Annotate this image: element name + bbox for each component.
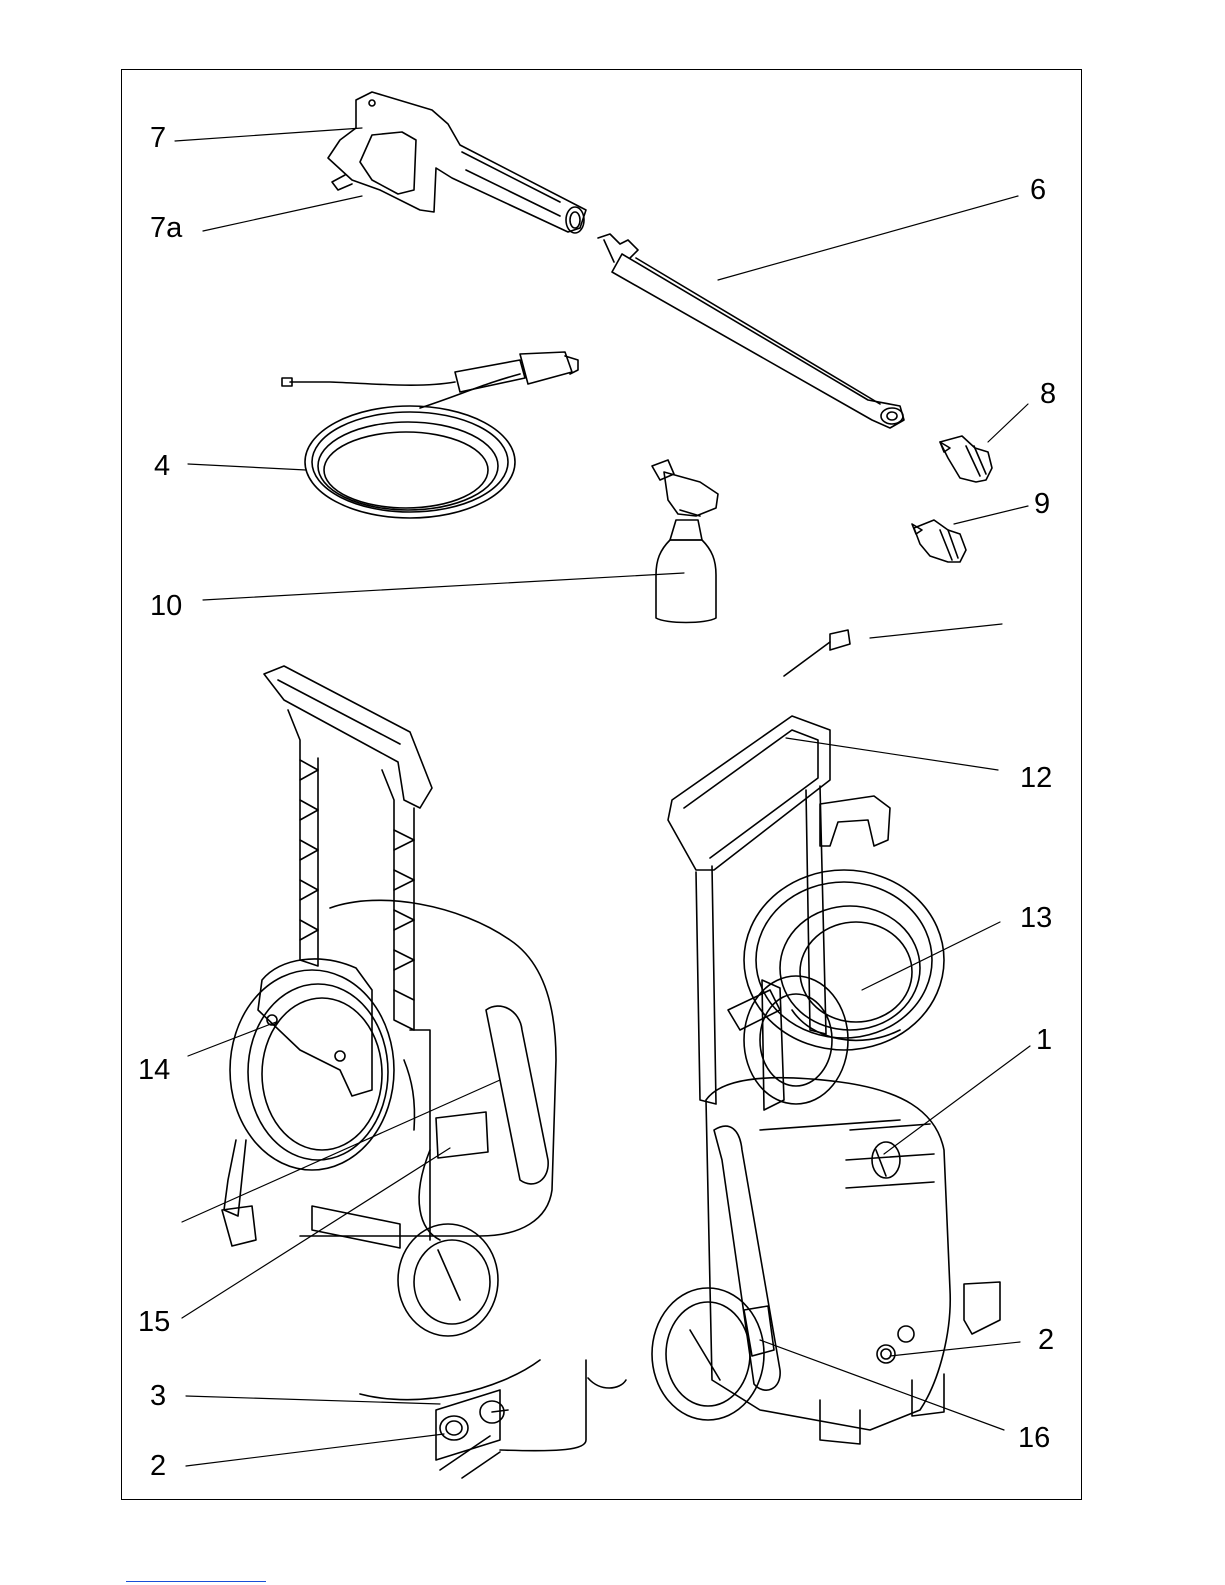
callout-1: 1	[1036, 1026, 1052, 1055]
nozzle-9-drawing	[912, 520, 966, 562]
callout-9: 9	[1034, 490, 1050, 519]
machine-front-drawing	[652, 716, 1000, 1444]
cleaning-needle-drawing	[784, 630, 850, 676]
link-underline[interactable]	[126, 1581, 266, 1582]
callout-7a: 7a	[150, 214, 182, 243]
callout-8: 8	[1040, 380, 1056, 409]
callout-16: 16	[1018, 1424, 1050, 1453]
foam-bottle-drawing	[652, 460, 718, 623]
leader-lines	[175, 128, 1030, 1466]
callout-3: 3	[150, 1382, 166, 1411]
callout-6: 6	[1030, 176, 1046, 205]
callout-2-left: 2	[150, 1452, 166, 1481]
callout-14: 14	[138, 1056, 170, 1085]
callout-10: 10	[150, 592, 182, 621]
callout-2-right: 2	[1038, 1326, 1054, 1355]
callout-13: 13	[1020, 904, 1052, 933]
callout-12: 12	[1020, 764, 1052, 793]
callout-15: 15	[138, 1308, 170, 1337]
lance-drawing	[598, 234, 904, 428]
callout-7: 7	[150, 124, 166, 153]
inlet-detail-drawing	[360, 1360, 626, 1478]
hose-drawing	[282, 352, 578, 518]
machine-rear-drawing	[222, 666, 556, 1336]
nozzle-8-drawing	[940, 436, 992, 482]
callout-4: 4	[154, 452, 170, 481]
spray-gun-drawing	[328, 92, 586, 233]
